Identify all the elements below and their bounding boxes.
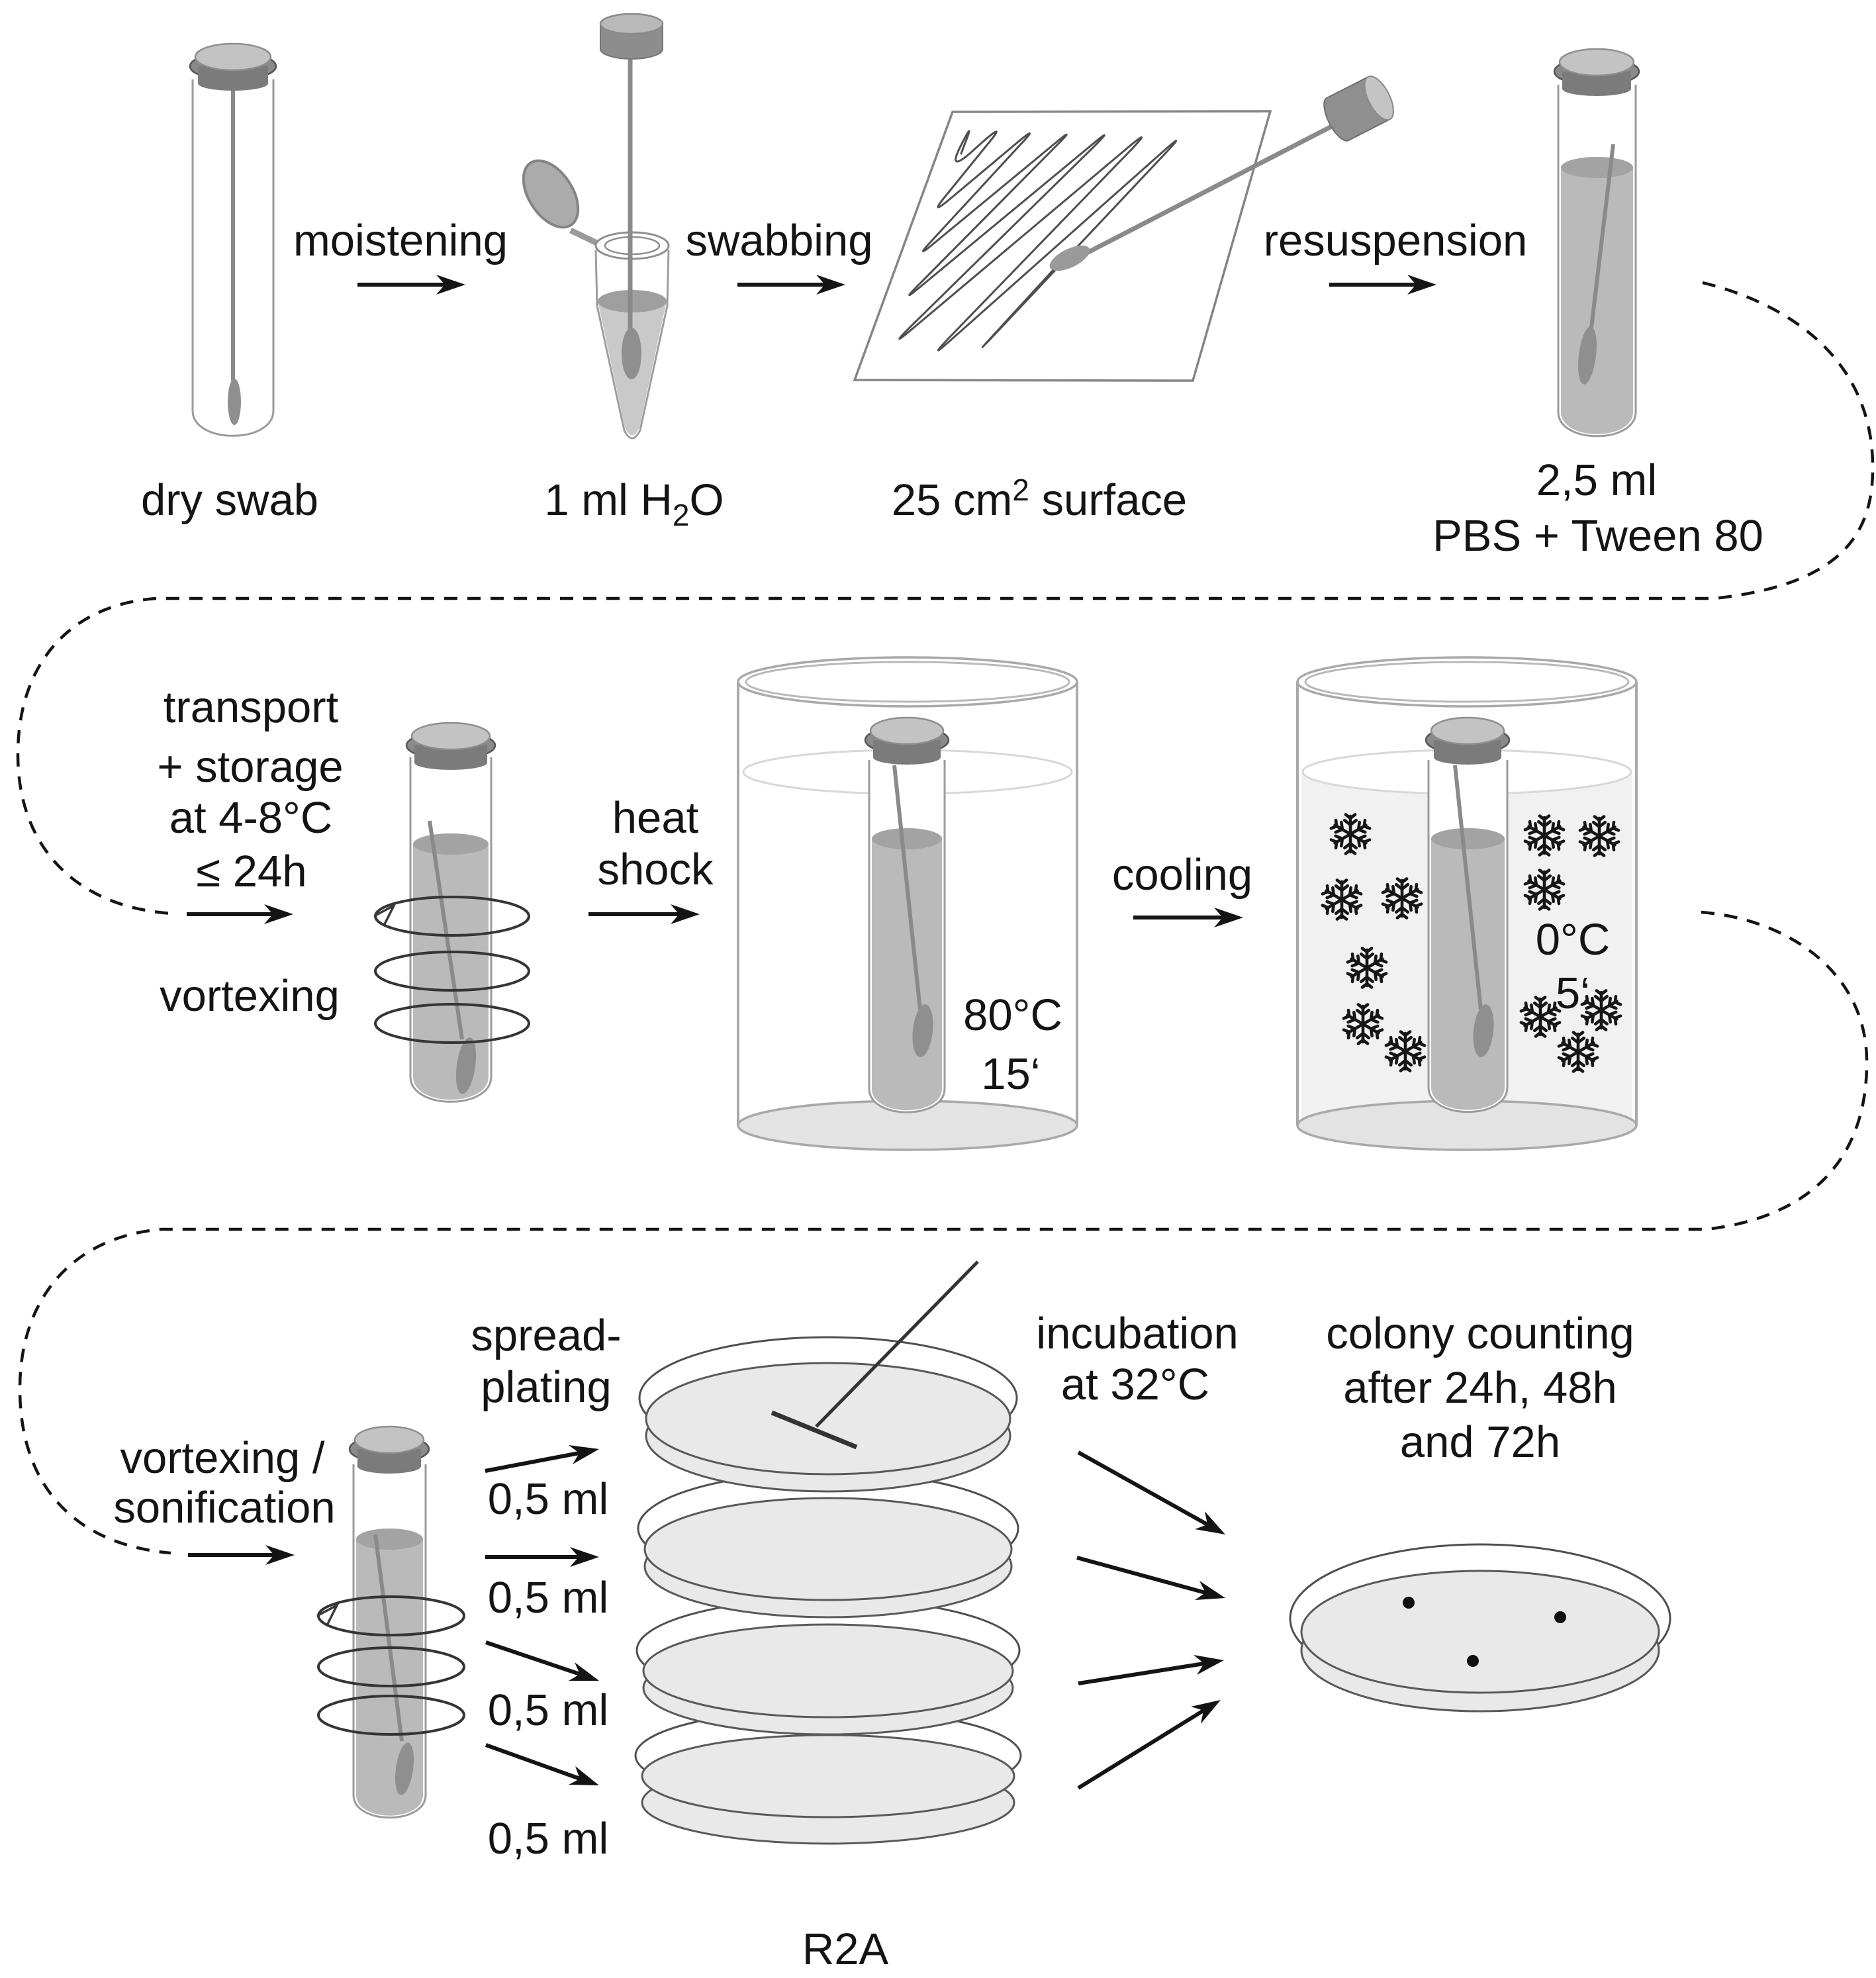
svg-text:0,5 ml: 0,5 ml [488,1474,608,1524]
svg-text:5‘: 5‘ [1556,968,1590,1018]
svg-text:moistening: moistening [293,216,508,265]
svg-text:cooling: cooling [1112,850,1252,900]
svg-text:dry swab: dry swab [141,475,318,525]
svg-text:0,5 ml: 0,5 ml [488,1573,608,1623]
svg-text:swabbing: swabbing [685,216,872,265]
svg-text:vortexing /: vortexing / [120,1433,324,1483]
svg-text:shock: shock [597,845,714,894]
svg-text:transport: transport [164,683,339,732]
svg-text:vortexing: vortexing [160,971,340,1021]
svg-text:at 4-8°C: at 4-8°C [169,793,333,843]
svg-text:25 cm2 surface: 25 cm2 surface [892,473,1187,525]
svg-text:≤ 24h: ≤ 24h [196,847,306,896]
svg-text:sonification: sonification [113,1483,335,1532]
svg-text:heat: heat [612,793,699,843]
svg-text:plating: plating [481,1362,611,1412]
svg-text:0,5 ml: 0,5 ml [488,1814,608,1863]
svg-text:15‘: 15‘ [981,1049,1040,1099]
svg-text:and 72h: and 72h [1400,1417,1560,1467]
svg-text:colony counting: colony counting [1326,1309,1634,1358]
svg-text:after 24h, 48h: after 24h, 48h [1343,1363,1617,1413]
svg-text:+ storage: + storage [157,742,343,792]
svg-text:80°C: 80°C [963,990,1062,1040]
svg-text:resuspension: resuspension [1264,216,1528,265]
svg-text:0°C: 0°C [1536,915,1610,965]
svg-text:1 ml H2O: 1 ml H2O [544,475,724,532]
svg-text:at 32°C: at 32°C [1061,1360,1209,1409]
svg-text:incubation: incubation [1036,1309,1238,1358]
svg-text:R2A: R2A [802,1924,889,1974]
svg-text:spread-: spread- [471,1311,621,1360]
svg-text:PBS + Tween 80: PBS + Tween 80 [1432,511,1763,561]
svg-text:2,5 ml: 2,5 ml [1536,455,1657,505]
svg-text:0,5 ml: 0,5 ml [488,1685,608,1735]
